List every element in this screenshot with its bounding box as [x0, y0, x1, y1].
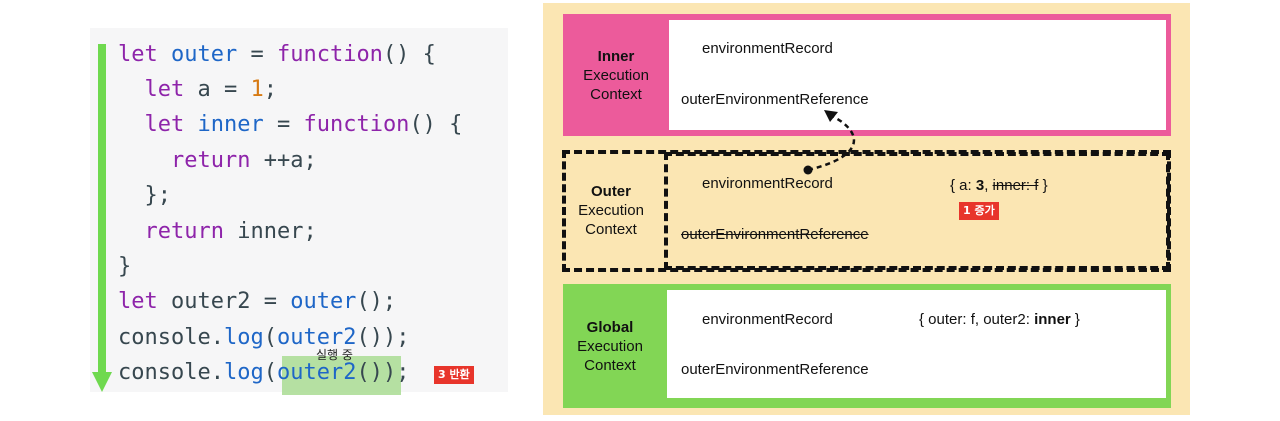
- outer-environment-record: environmentRecord: [702, 175, 833, 192]
- code-token: inner: [197, 112, 264, 137]
- inner-ec-sub2: Context: [590, 86, 642, 103]
- code-token: ();: [356, 289, 397, 314]
- code-token: ());: [356, 325, 410, 350]
- code-token: let: [144, 77, 198, 102]
- code-token: inner;: [237, 219, 317, 244]
- outer-record-close: }: [1038, 177, 1048, 194]
- outer-record-values: { a: 3, inner: f }: [950, 177, 1048, 194]
- inner-outer-env-reference: outerEnvironmentReference: [681, 91, 869, 108]
- code-token: log: [223, 360, 264, 385]
- code-token: =: [237, 42, 277, 67]
- inner-ec-body: [669, 20, 1166, 130]
- outer-ec-sub1: Execution: [578, 202, 644, 219]
- code-token: console.: [118, 360, 224, 385]
- inner-ec-title: Inner Execution Context: [566, 47, 666, 104]
- code-token: [118, 112, 145, 137]
- global-record-inner-value: inner: [1034, 311, 1071, 328]
- code-token: 1: [250, 77, 264, 102]
- code-token: outer: [170, 42, 238, 67]
- global-ec-sub1: Execution: [577, 338, 643, 355]
- outer-outer-env-reference: outerEnvironmentReference: [681, 226, 869, 243]
- code-token: outer2 =: [170, 289, 291, 314]
- code-line-9: console.log(outer2());: [118, 325, 409, 351]
- code-line-6: return inner;: [118, 219, 317, 245]
- code-token: return: [170, 148, 264, 173]
- executing-label: 실행 중: [316, 348, 353, 362]
- code-token: ());: [356, 360, 410, 385]
- inner-ec-name: Inner: [597, 48, 635, 65]
- code-token: [118, 77, 145, 102]
- code-token: () {: [409, 112, 463, 137]
- code-token: function: [276, 42, 383, 67]
- outer-ec-name: Outer: [590, 183, 631, 200]
- code-token: return: [144, 219, 238, 244]
- code-token: function: [303, 112, 410, 137]
- code-token: ++a;: [263, 148, 317, 173]
- global-ec-name: Global: [586, 319, 634, 336]
- code-line-10: console.log(outer2());: [118, 360, 409, 386]
- outer-record-sep: ,: [984, 177, 993, 194]
- code-token: };: [118, 183, 171, 208]
- code-token: (: [263, 360, 277, 385]
- execution-flow-arrow: [92, 44, 112, 392]
- global-record-close: }: [1070, 311, 1080, 328]
- outer-record-a-value: 3: [975, 177, 985, 194]
- code-token: a =: [197, 77, 251, 102]
- code-token: log: [223, 325, 264, 350]
- global-record-values: { outer: f, outer2: inner }: [919, 311, 1080, 328]
- code-token: outer: [290, 289, 357, 314]
- global-ec-title: Global Execution Context: [560, 318, 660, 375]
- code-token: () {: [382, 42, 436, 67]
- code-line-7: }: [118, 254, 131, 280]
- code-token: console.: [118, 325, 224, 350]
- code-token: [118, 219, 145, 244]
- code-token: outer2: [276, 325, 357, 350]
- global-record-prefix: { outer: f, outer2:: [919, 311, 1035, 328]
- code-line-8: let outer2 = outer();: [118, 289, 396, 315]
- code-token: [118, 148, 171, 173]
- code-line-4: return ++a;: [118, 148, 317, 174]
- global-outer-env-reference: outerEnvironmentReference: [681, 361, 869, 378]
- code-token: let: [118, 289, 171, 314]
- outer-ec-sub2: Context: [585, 221, 637, 238]
- global-ec-body: [667, 290, 1166, 398]
- execution-highlight: [282, 356, 401, 395]
- code-token: =: [263, 112, 304, 137]
- outer-record-inner: inner: f: [992, 177, 1039, 194]
- code-token: let: [118, 42, 171, 67]
- increment-badge: 1 증가: [959, 202, 999, 220]
- code-token: ;: [263, 77, 277, 102]
- global-environment-record: environmentRecord: [702, 311, 833, 328]
- code-panel: [90, 28, 508, 392]
- code-token: let: [144, 112, 198, 137]
- code-line-3: let inner = function() {: [118, 112, 463, 138]
- outer-ec-body: [664, 152, 1170, 270]
- code-token: (: [263, 325, 277, 350]
- code-line-5: };: [118, 183, 171, 209]
- code-line-1: let outer = function() {: [118, 42, 436, 68]
- global-ec-sub2: Context: [584, 357, 636, 374]
- code-token: outer2: [276, 360, 357, 385]
- inner-ec-sub1: Execution: [583, 67, 649, 84]
- code-token: }: [118, 254, 132, 279]
- scope-chain-arrow: [803, 110, 855, 175]
- outer-ec-title: Outer Execution Context: [561, 182, 661, 239]
- return-badge: 3 반환: [434, 366, 474, 384]
- code-line-2: let a = 1;: [118, 77, 277, 103]
- outer-record-open: { a:: [950, 177, 976, 194]
- inner-environment-record: environmentRecord: [702, 40, 833, 57]
